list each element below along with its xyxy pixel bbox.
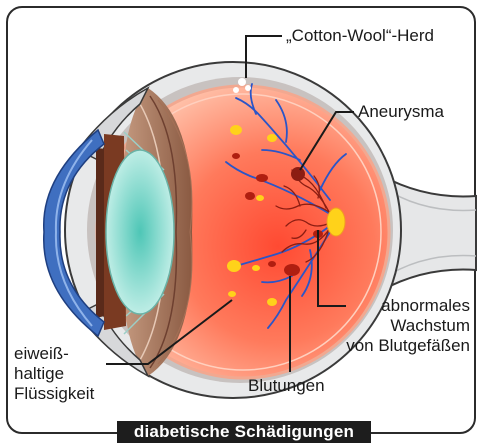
- label-abnormal-line3: von Blutgefäßen: [310, 336, 470, 356]
- label-fluid-line2: haltige: [14, 364, 64, 384]
- optic-disc: [327, 208, 345, 236]
- label-aneurysma: Aneurysma: [358, 102, 444, 122]
- label-abnormal-line2: Wachstum: [324, 316, 470, 336]
- aneurysm-marker: [291, 167, 305, 181]
- label-bleeding: Blutungen: [248, 376, 325, 396]
- caption-banner: diabetische Schädigungen: [117, 421, 371, 443]
- label-cotton-wool: „Cotton-Wool“-Herd: [286, 26, 434, 46]
- label-abnormal-line1: abnormales: [324, 296, 470, 316]
- label-fluid-line1: eiweiß-: [14, 344, 69, 364]
- label-fluid-line3: Flüssigkeit: [14, 384, 94, 404]
- lens: [106, 150, 174, 314]
